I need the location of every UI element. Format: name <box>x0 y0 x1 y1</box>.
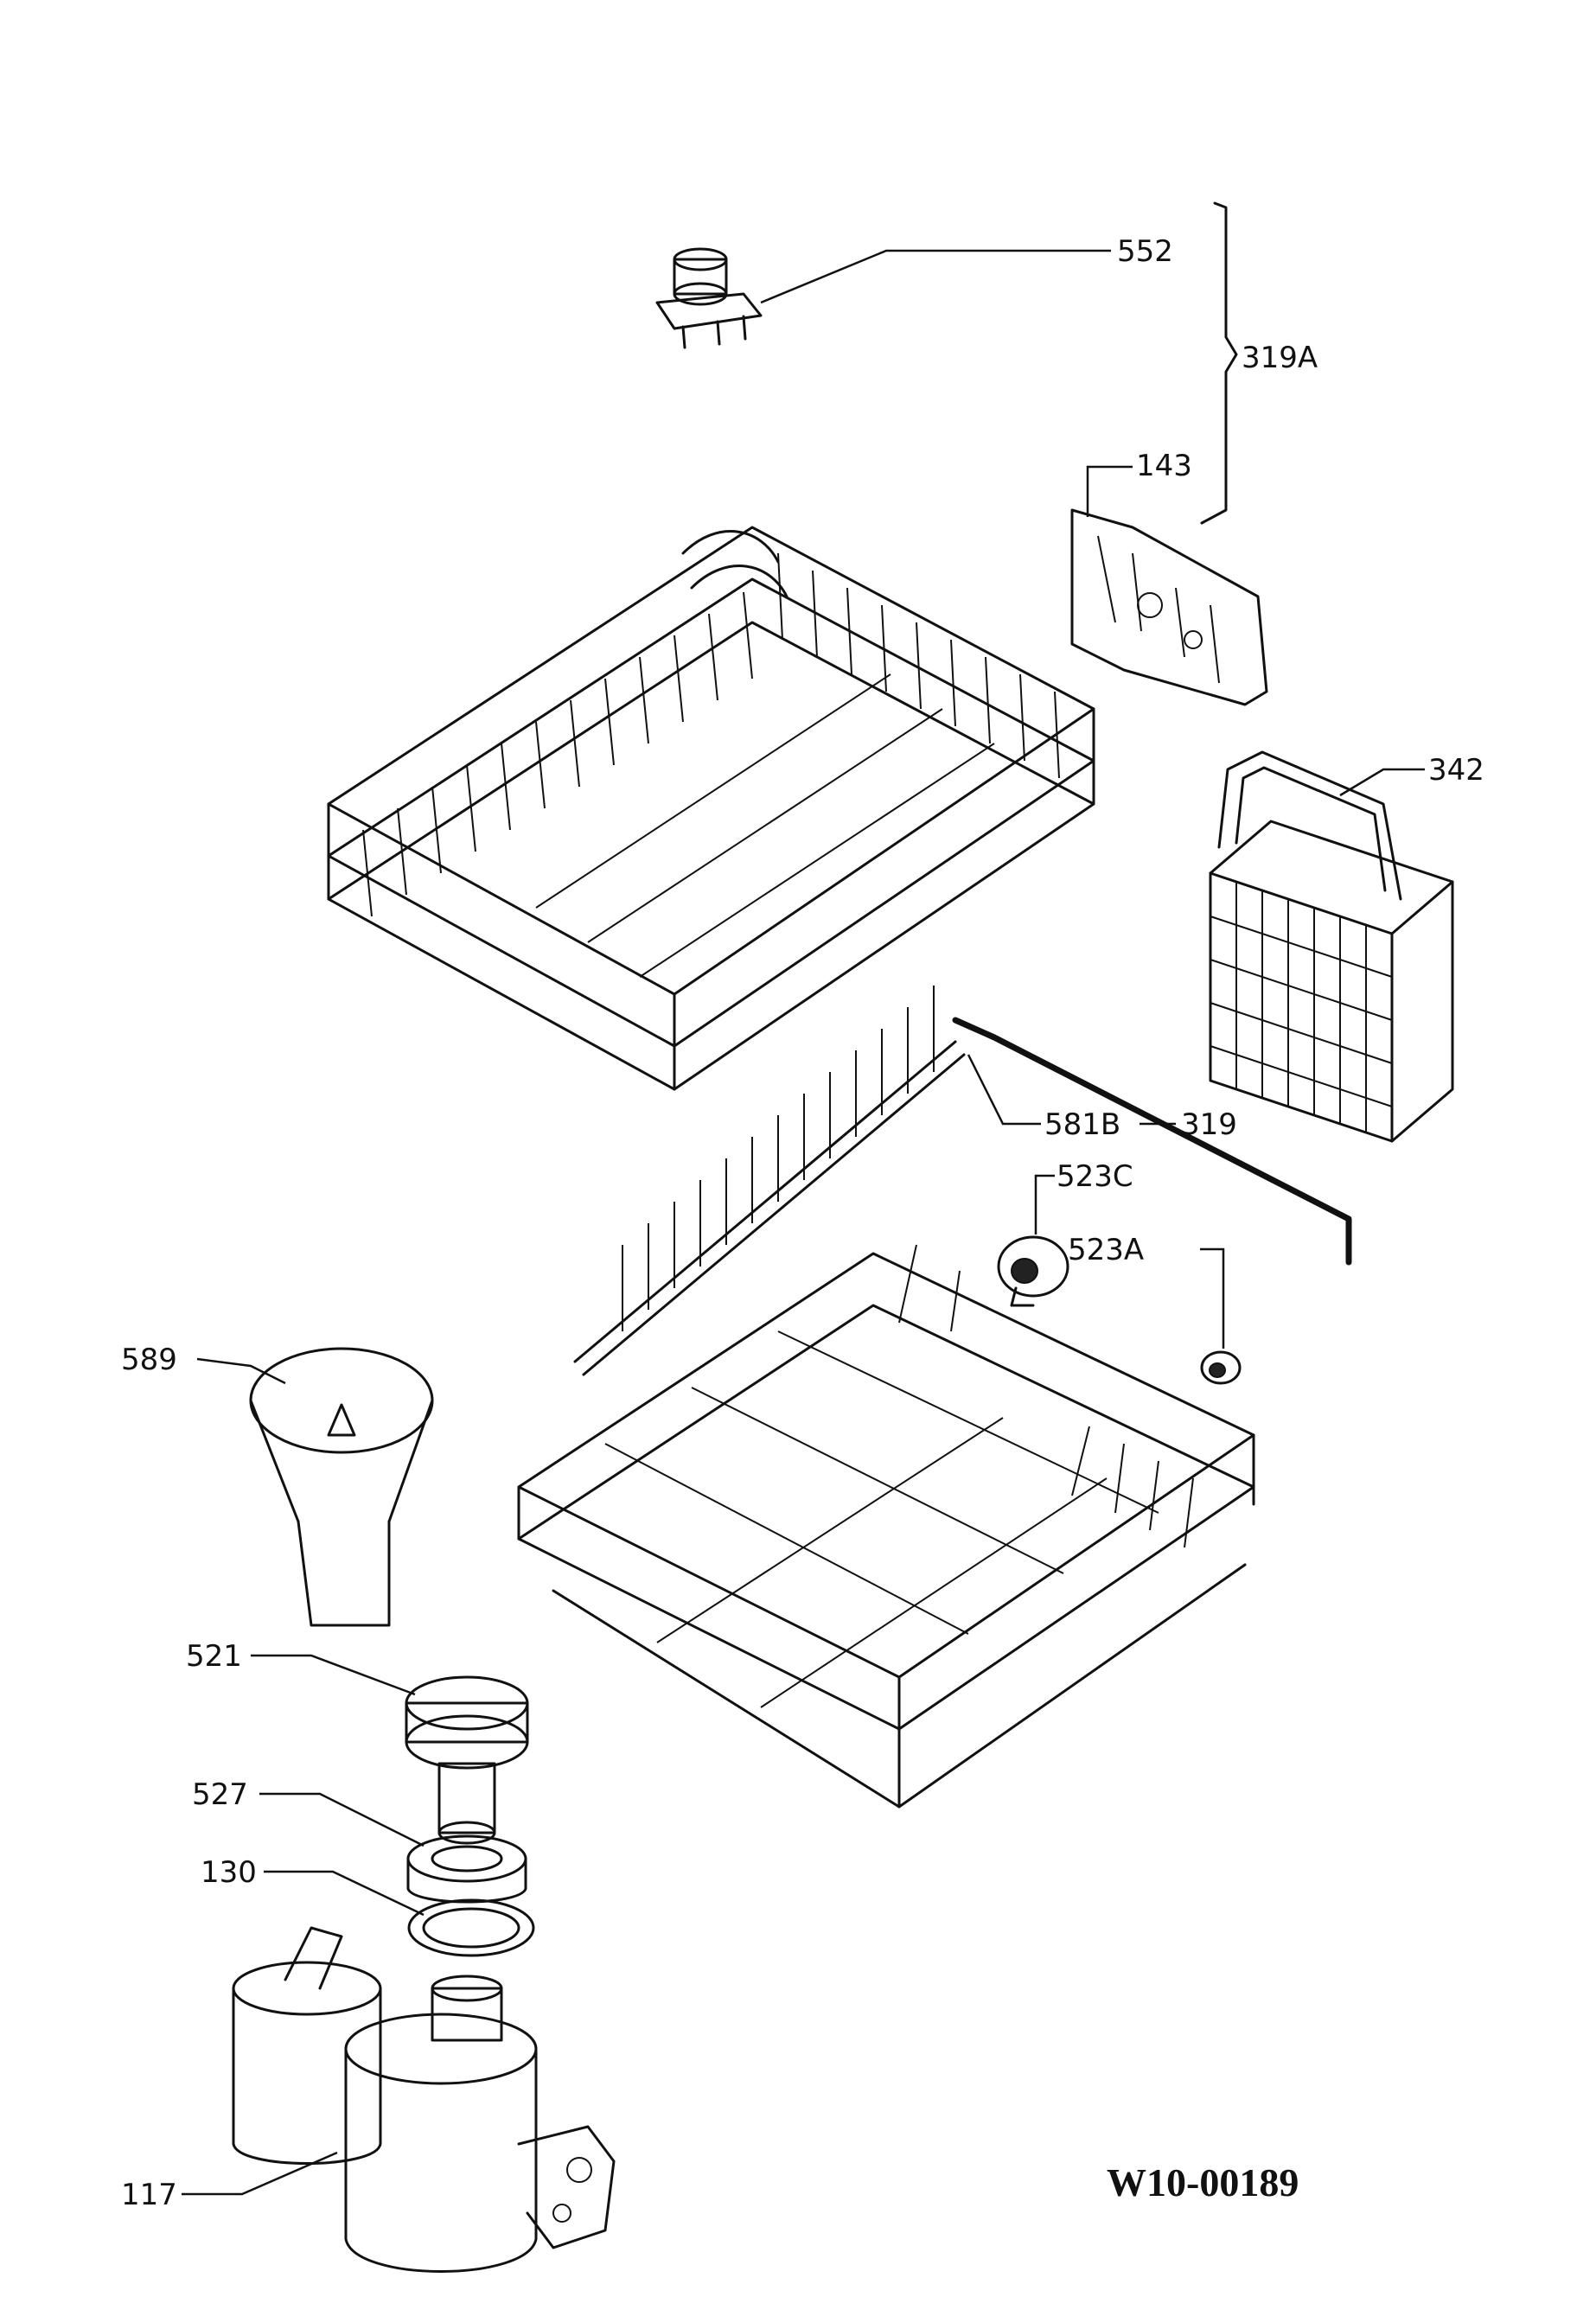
lower-basket <box>517 1244 1255 1809</box>
label-552: 552 <box>1117 234 1173 269</box>
drawing-code: W10-00189 <box>1107 2160 1299 2204</box>
label-130: 130 <box>201 1855 257 1890</box>
leader-589 <box>196 1357 286 1385</box>
part-527-nut <box>406 1834 527 1904</box>
label-342: 342 <box>1428 753 1484 788</box>
part-589-funnel <box>249 1347 434 1627</box>
label-319a: 319A <box>1242 341 1318 375</box>
part-521-cap <box>405 1675 529 1845</box>
part-130-gasket <box>407 1898 535 1957</box>
label-523a: 523A <box>1068 1233 1144 1267</box>
upper-basket <box>327 526 1095 1091</box>
leader-552 <box>760 249 1111 304</box>
leader-342 <box>1339 768 1425 797</box>
label-521: 521 <box>186 1639 242 1674</box>
part-523a-small-wheel <box>1200 1350 1242 1385</box>
leader-130 <box>264 1870 425 1917</box>
part-117-containers <box>232 1926 616 2273</box>
label-527: 527 <box>192 1777 248 1812</box>
label-143: 143 <box>1136 449 1192 483</box>
label-523c: 523C <box>1057 1159 1133 1194</box>
part-552-wheel-bracket <box>655 247 763 349</box>
part-319-rail <box>952 1017 1352 1266</box>
label-581b: 581B <box>1044 1107 1120 1142</box>
leader-523c <box>1034 1174 1055 1235</box>
leader-117 <box>182 2151 338 2196</box>
part-523c-wheel <box>997 1235 1069 1307</box>
leader-143 <box>1086 465 1133 517</box>
bracket-319a <box>1200 201 1238 525</box>
leader-527 <box>259 1792 425 1847</box>
label-319: 319 <box>1181 1107 1237 1142</box>
label-589: 589 <box>121 1343 177 1377</box>
leader-521 <box>251 1654 416 1696</box>
leader-523a <box>1200 1247 1225 1349</box>
leader-581b <box>967 1054 1041 1126</box>
part-143-side-panel <box>1070 508 1268 706</box>
part-342-cutlery-basket <box>1209 750 1454 1143</box>
part-581b-tine-rack <box>573 986 966 1376</box>
label-117: 117 <box>121 2178 177 2212</box>
